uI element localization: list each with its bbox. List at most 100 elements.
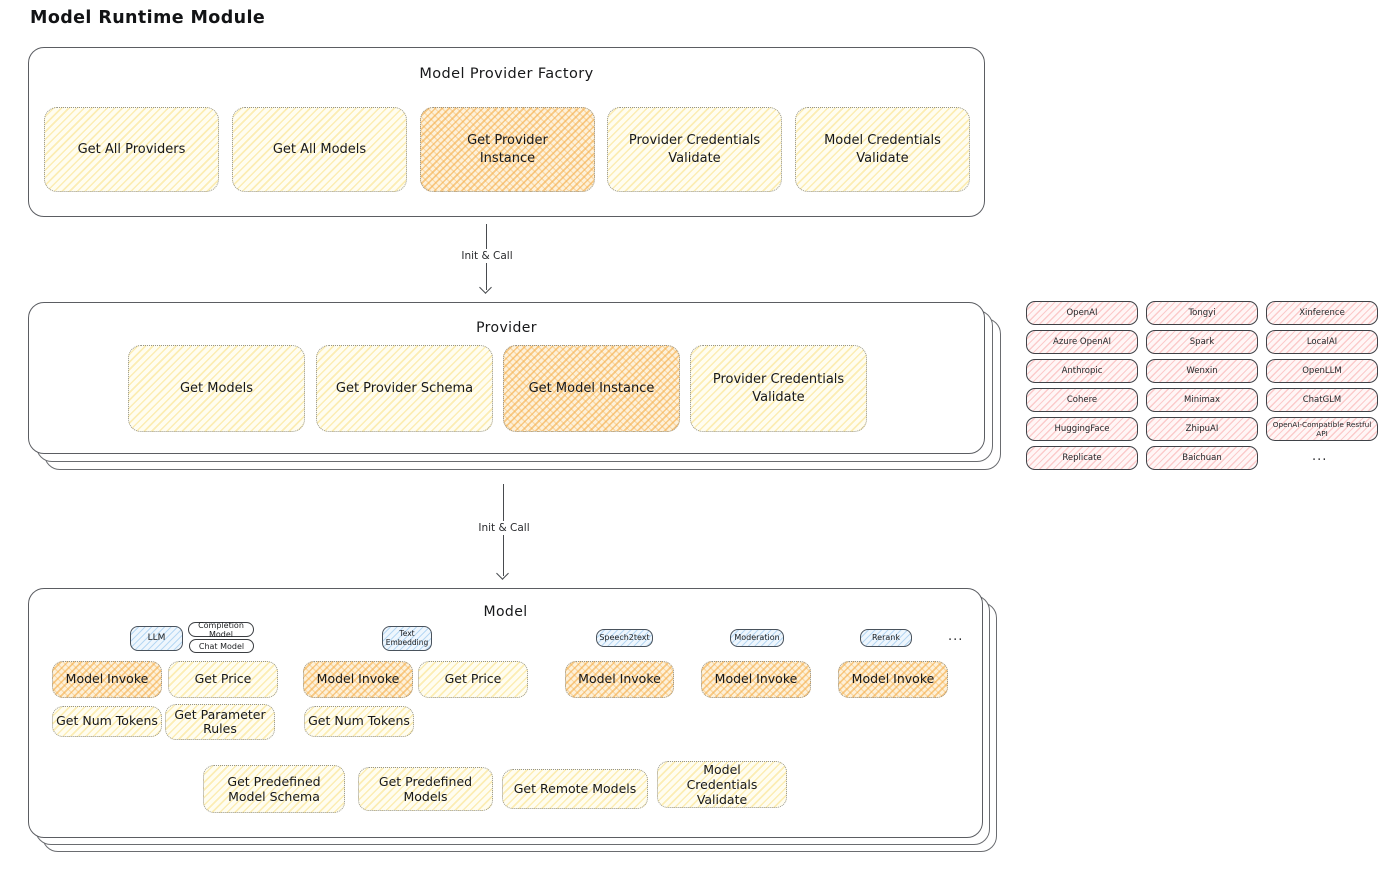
tab-label: Speech2text xyxy=(599,633,650,643)
vendor-zhipuai: ZhipuAI xyxy=(1146,417,1258,441)
node-get-provider-schema: Get Provider Schema xyxy=(316,345,493,432)
node-model-credentials-validate-2: Model Credentials Validate xyxy=(657,761,787,808)
vendor-cohere: Cohere xyxy=(1026,388,1138,412)
node-label: Get Price xyxy=(444,671,502,687)
vendor-openllm: OpenLLM xyxy=(1266,359,1378,383)
vendor-azure-openai: Azure OpenAI xyxy=(1026,330,1138,354)
vendor-baichuan: Baichuan xyxy=(1146,446,1258,470)
tab-label: Rerank xyxy=(871,633,900,643)
node-get-model-instance: Get Model Instance xyxy=(503,345,680,432)
vendor-label: OpenAI xyxy=(1066,308,1098,318)
vendor-openai-compatible-restful-api: OpenAI-Compatible Restful API xyxy=(1266,417,1378,441)
node-label: Model Invoke xyxy=(851,671,935,687)
node-get-all-models: Get All Models xyxy=(232,107,407,192)
node-label: Get Predefined Model Schema xyxy=(227,774,321,804)
node-provider-credentials-validate: Provider Credentials Validate xyxy=(607,107,782,192)
vendor-label: Wenxin xyxy=(1186,366,1218,376)
more-vendors-ellipsis: ... xyxy=(1312,449,1328,464)
node-label: Get Predefined Models xyxy=(378,774,473,804)
arrow-label-init-call: Init & Call xyxy=(473,521,535,535)
node-get-all-providers: Get All Providers xyxy=(44,107,219,192)
node-get-predefined-models: Get Predefined Models xyxy=(358,767,493,811)
vendor-label: Replicate xyxy=(1062,453,1102,463)
node-label: Provider Credentials Validate xyxy=(712,371,845,405)
node-llm-get-parameter-rules: Get Parameter Rules xyxy=(165,704,275,740)
vendor-label: Spark xyxy=(1189,337,1215,347)
node-label: Get Models xyxy=(179,380,254,396)
node-label: Model Invoke xyxy=(65,671,149,687)
vendor-label: Cohere xyxy=(1066,395,1098,405)
vendor-label: ZhipuAI xyxy=(1185,424,1219,434)
node-label: Get All Models xyxy=(272,141,367,157)
vendor-wenxin: Wenxin xyxy=(1146,359,1258,383)
node-label: Model Invoke xyxy=(578,671,661,687)
node-text-embedding-get-num-tokens: Get Num Tokens xyxy=(304,706,414,737)
tab-speech2text: Speech2text xyxy=(596,629,653,647)
node-text-embedding-model-invoke: Model Invoke xyxy=(303,661,413,698)
node-label: Model Credentials Validate xyxy=(686,762,758,807)
arrow-head-icon xyxy=(496,567,509,580)
node-get-models: Get Models xyxy=(128,345,305,432)
node-label: Get Parameter Rules xyxy=(174,706,266,736)
vendor-xinference: Xinference xyxy=(1266,301,1378,325)
vendor-label: OpenAI-Compatible Restful API xyxy=(1272,420,1372,438)
vendor-anthropic: Anthropic xyxy=(1026,359,1138,383)
vendor-label: Xinference xyxy=(1299,308,1345,318)
vendor-label: Baichuan xyxy=(1182,453,1222,463)
node-get-predefined-model-schema: Get Predefined Model Schema xyxy=(203,765,345,813)
node-label: Get Provider Instance xyxy=(467,132,548,166)
node-llm-model-invoke: Model Invoke xyxy=(52,661,162,698)
tab-rerank: Rerank xyxy=(860,629,912,647)
tab-label: Moderation xyxy=(734,633,780,643)
node-label: Get All Providers xyxy=(77,141,186,157)
tab-chat-model: Chat Model xyxy=(189,639,254,653)
node-label: Provider Credentials Validate xyxy=(628,132,761,166)
vendor-minimax: Minimax xyxy=(1146,388,1258,412)
node-rerank-model-invoke: Model Invoke xyxy=(838,661,948,698)
node-text-embedding-get-price: Get Price xyxy=(418,661,528,698)
vendor-label: Minimax xyxy=(1184,395,1220,405)
vendor-label: HuggingFace xyxy=(1054,424,1110,434)
vendor-label: ChatGLM xyxy=(1302,395,1342,405)
tab-label: Text Embedding xyxy=(385,628,429,647)
node-model-credentials-validate: Model Credentials Validate xyxy=(795,107,970,192)
tab-label: Chat Model xyxy=(198,641,245,651)
tab-label: LLM xyxy=(147,633,166,644)
node-moderation-model-invoke: Model Invoke xyxy=(701,661,811,698)
tab-completion-model: Completion Model xyxy=(188,620,254,639)
vendor-label: Tongyi xyxy=(1188,308,1216,318)
arrow-label-init-call: Init & Call xyxy=(456,249,518,263)
node-llm-get-num-tokens: Get Num Tokens xyxy=(52,706,162,737)
tab-label: Completion Model xyxy=(198,620,244,639)
vendor-replicate: Replicate xyxy=(1026,446,1138,470)
more-tabs-ellipsis: ... xyxy=(948,629,964,644)
vendor-label: Anthropic xyxy=(1061,366,1103,376)
node-label: Get Num Tokens xyxy=(308,713,410,729)
vendor-label: Azure OpenAI xyxy=(1053,337,1111,347)
node-label: Get Model Instance xyxy=(528,380,655,396)
arrow-head-icon xyxy=(479,281,492,294)
node-label: Model Invoke xyxy=(316,671,400,687)
vendor-chatglm: ChatGLM xyxy=(1266,388,1378,412)
node-label: Model Credentials Validate xyxy=(824,132,941,166)
node-label: Get Remote Models xyxy=(513,780,637,796)
provider-title: Provider xyxy=(476,320,537,336)
vendor-tongyi: Tongyi xyxy=(1146,301,1258,325)
tab-text-embedding: Text Embedding xyxy=(382,626,432,651)
vendor-localai: LocalAI xyxy=(1266,330,1378,354)
vendor-openai: OpenAI xyxy=(1026,301,1138,325)
vendor-label: OpenLLM xyxy=(1302,366,1342,376)
node-llm-get-price: Get Price xyxy=(168,661,278,698)
node-get-remote-models: Get Remote Models xyxy=(502,769,648,809)
vendor-huggingface: HuggingFace xyxy=(1026,417,1138,441)
page-title: Model Runtime Module xyxy=(30,8,266,28)
node-label: Get Provider Schema xyxy=(335,380,474,396)
tab-moderation: Moderation xyxy=(730,629,784,647)
node-label: Get Price xyxy=(194,671,252,687)
node-label: Get Num Tokens xyxy=(56,713,158,729)
vendor-label: LocalAI xyxy=(1306,337,1338,347)
node-speech2text-model-invoke: Model Invoke xyxy=(565,661,674,698)
node-get-provider-instance: Get Provider Instance xyxy=(420,107,595,192)
factory-title: Model Provider Factory xyxy=(419,66,594,82)
